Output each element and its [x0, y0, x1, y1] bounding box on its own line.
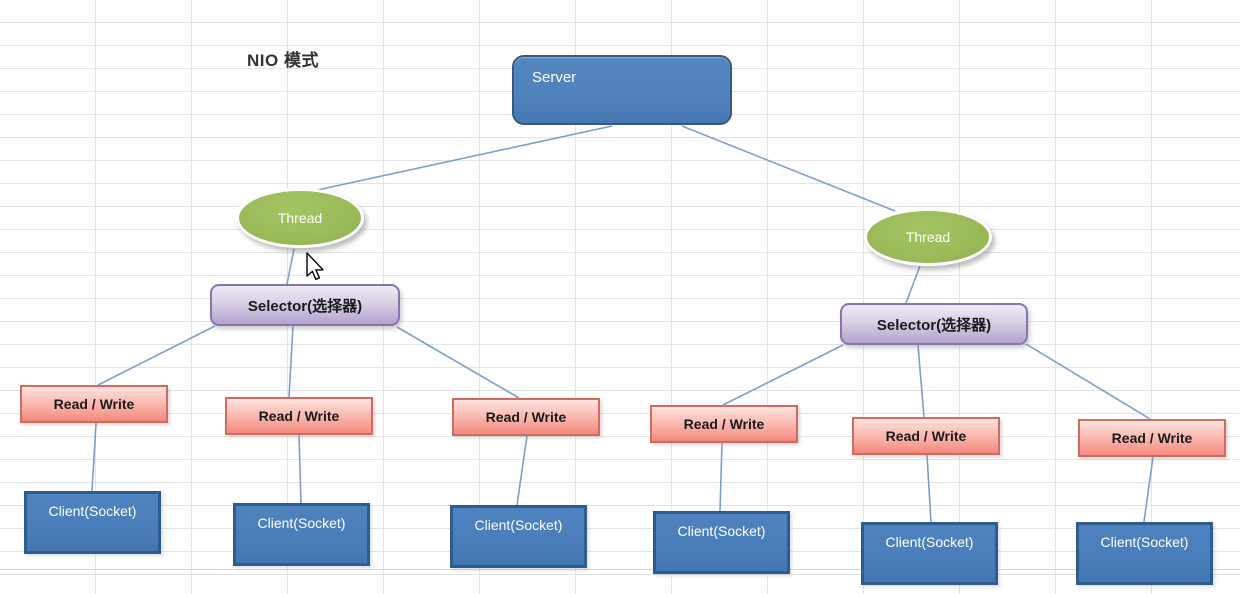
client-label: Client(Socket) — [677, 523, 766, 539]
connector-rw-client-5 — [926, 454, 932, 523]
read-write-label: Read / Write — [53, 396, 135, 412]
connector-rw-client-4 — [719, 442, 723, 512]
client-node-1[interactable]: Client(Socket) — [24, 491, 161, 554]
connector-thread-selector-left — [286, 248, 295, 285]
thread-node-right[interactable]: Thread — [864, 208, 992, 266]
read-write-node-2[interactable]: Read / Write — [225, 397, 373, 435]
connector-rw-client-3 — [516, 435, 528, 506]
read-write-node-4[interactable]: Read / Write — [650, 405, 798, 443]
connector-server-thread-left — [307, 125, 613, 193]
read-write-label: Read / Write — [683, 416, 765, 432]
read-write-node-5[interactable]: Read / Write — [852, 417, 1000, 455]
selector-label: Selector(选择器) — [876, 316, 992, 334]
client-node-5[interactable]: Client(Socket) — [861, 522, 998, 585]
read-write-label: Read / Write — [258, 408, 340, 424]
connector-selector-rw-6 — [1025, 343, 1151, 420]
connector-rw-client-6 — [1143, 456, 1154, 523]
selector-node-left[interactable]: Selector(选择器) — [210, 284, 400, 326]
server-label: Server — [532, 69, 577, 86]
read-write-label: Read / Write — [885, 428, 967, 444]
thread-node-left[interactable]: Thread — [236, 188, 364, 248]
read-write-node-1[interactable]: Read / Write — [20, 385, 168, 423]
connector-thread-selector-right — [905, 265, 921, 304]
selector-label: Selector(选择器) — [247, 297, 363, 315]
read-write-label: Read / Write — [485, 409, 567, 425]
connector-selector-rw-3 — [396, 326, 520, 399]
client-label: Client(Socket) — [48, 503, 137, 519]
thread-label: Thread — [905, 229, 951, 245]
server-node[interactable]: Server — [512, 55, 732, 125]
connector-rw-client-2 — [298, 434, 302, 504]
connector-server-thread-right — [681, 125, 896, 212]
client-node-6[interactable]: Client(Socket) — [1076, 522, 1213, 585]
selector-node-right[interactable]: Selector(选择器) — [840, 303, 1028, 345]
read-write-node-6[interactable]: Read / Write — [1078, 419, 1226, 457]
client-node-3[interactable]: Client(Socket) — [450, 505, 587, 568]
connector-rw-client-1 — [91, 422, 97, 492]
read-write-label: Read / Write — [1111, 430, 1193, 446]
connector-selector-rw-5 — [917, 344, 925, 418]
connector-selector-rw-1 — [97, 325, 216, 386]
connector-selector-rw-2 — [288, 325, 294, 398]
diagram-title: NIO 模式 — [247, 51, 319, 70]
client-node-2[interactable]: Client(Socket) — [233, 503, 370, 566]
client-node-4[interactable]: Client(Socket) — [653, 511, 790, 574]
print-area-line — [0, 569, 1240, 570]
client-label: Client(Socket) — [1100, 534, 1189, 550]
client-label: Client(Socket) — [257, 515, 346, 531]
connector-selector-rw-4 — [722, 344, 844, 406]
thread-label: Thread — [277, 210, 323, 226]
read-write-node-3[interactable]: Read / Write — [452, 398, 600, 436]
client-label: Client(Socket) — [885, 534, 974, 550]
client-label: Client(Socket) — [474, 517, 563, 533]
